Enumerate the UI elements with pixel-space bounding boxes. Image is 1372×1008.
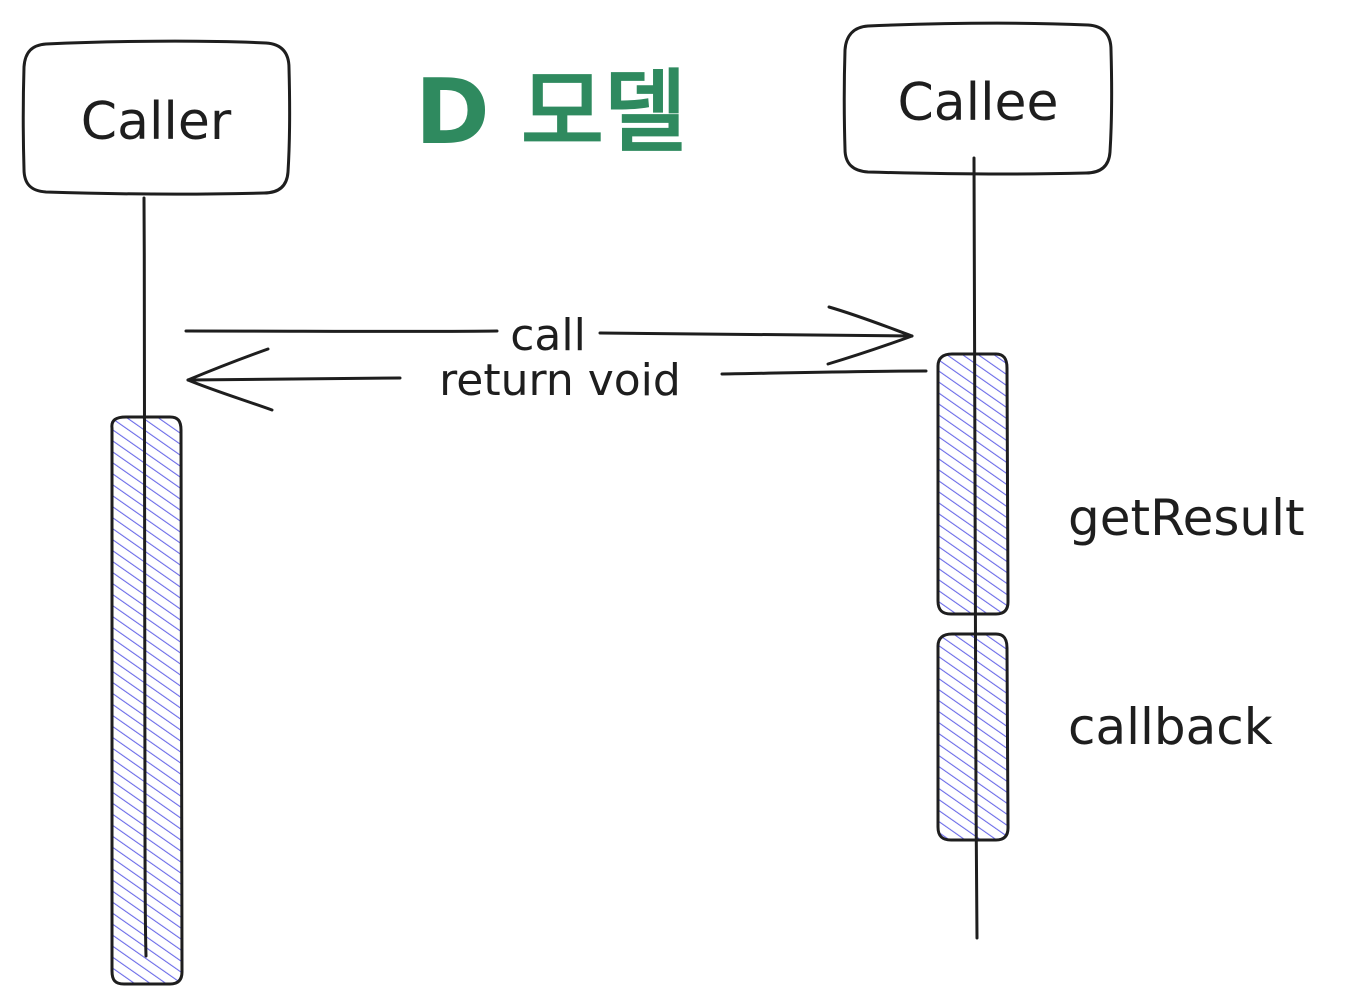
- message-return: return void: [186, 347, 928, 412]
- participant-caller-box: [21, 39, 292, 196]
- activation-label-getresult: getResult: [1068, 489, 1305, 547]
- message-call-arrowhead: [826, 305, 914, 366]
- message-return-line: [186, 369, 928, 382]
- activation-caller-outline: [110, 415, 184, 986]
- message-call: call: [184, 305, 914, 366]
- lifeline-callee: [972, 156, 979, 940]
- participant-callee-box: [842, 21, 1114, 176]
- participant-callee: Callee: [842, 21, 1114, 176]
- activation-callee-callback: [936, 632, 1010, 842]
- activation-callback-fill: [938, 634, 1008, 840]
- participant-caller: Caller: [21, 39, 292, 196]
- activation-getresult-fill: [938, 354, 1008, 614]
- message-return-arrowhead: [186, 347, 274, 412]
- participant-caller-label: Caller: [81, 92, 232, 152]
- activation-callee-getresult: [936, 352, 1010, 616]
- activation-label-callback: callback: [1068, 698, 1273, 756]
- message-call-line: [184, 329, 914, 338]
- diagram-title: D 모델: [415, 60, 687, 165]
- message-return-label: return void: [439, 355, 681, 406]
- activation-caller: [110, 415, 184, 986]
- activation-callback-outline: [936, 632, 1010, 842]
- activation-getresult-outline: [936, 352, 1010, 616]
- lifeline-caller: [142, 196, 148, 958]
- participant-callee-label: Callee: [897, 73, 1058, 133]
- message-call-label: call: [510, 310, 586, 361]
- activation-caller-fill: [111, 417, 182, 984]
